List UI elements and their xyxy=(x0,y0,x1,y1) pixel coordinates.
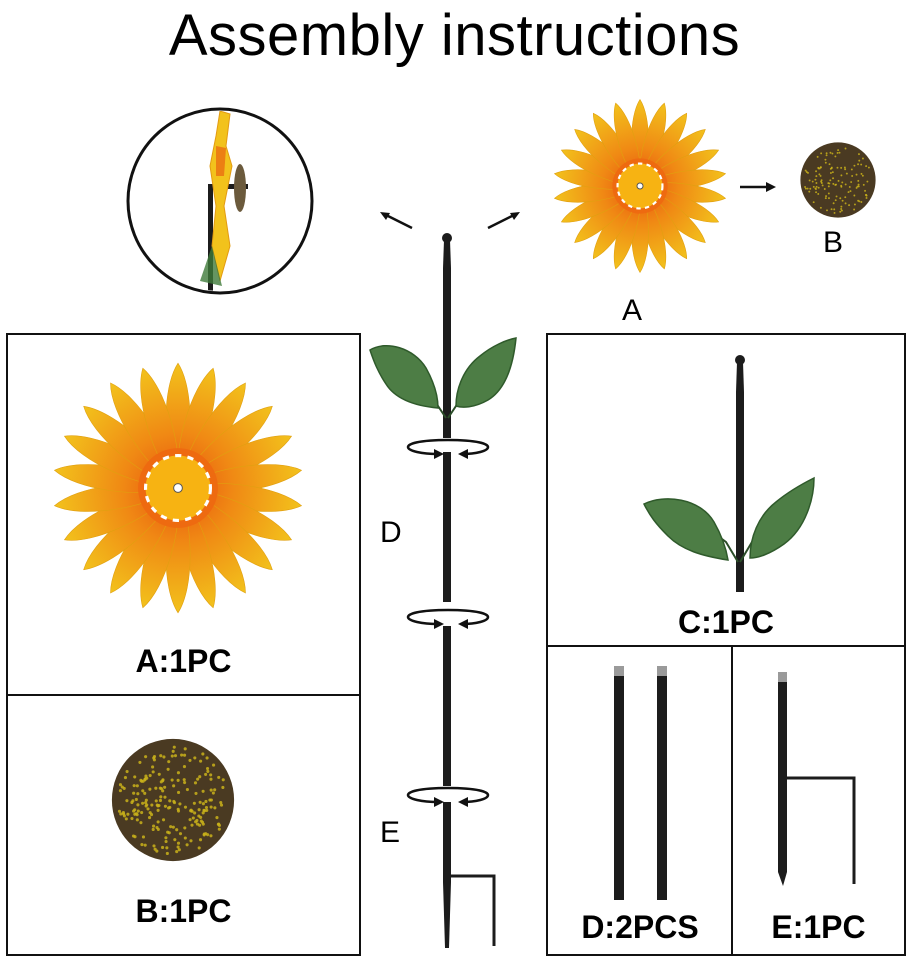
pointer-arrow-icon xyxy=(380,212,413,230)
seed-center-icon xyxy=(800,142,876,218)
pointer-arrow-icon xyxy=(740,182,776,192)
sunflower-head-icon xyxy=(53,362,303,614)
rotate-arrow-icon xyxy=(406,786,490,807)
caption-part-b: B:1PC xyxy=(135,893,232,929)
caption-part-d: D:2PCS xyxy=(581,909,699,945)
pointer-arrow-icon xyxy=(487,212,520,230)
label-d: D xyxy=(380,516,402,549)
page-title: Assembly instructions xyxy=(168,3,741,68)
label-b: B xyxy=(823,226,844,259)
rotate-arrow-icon xyxy=(406,438,490,459)
caption-part-e: E:1PC xyxy=(771,909,866,945)
caption-part-a: A:1PC xyxy=(135,643,232,679)
leaf-stem-icon xyxy=(642,355,815,592)
pole-icon xyxy=(614,666,667,900)
caption-part-c: C:1PC xyxy=(677,604,774,640)
panel-part-e xyxy=(731,645,906,956)
seed-center-icon xyxy=(111,738,235,862)
ground-stake-icon xyxy=(778,672,856,886)
sunflower-head-icon xyxy=(553,99,727,273)
label-e: E xyxy=(380,816,401,849)
pole-icon xyxy=(369,233,517,948)
rotate-arrow-icon xyxy=(406,608,490,629)
side-view-detail-icon xyxy=(126,107,314,295)
label-a: A xyxy=(622,294,643,327)
